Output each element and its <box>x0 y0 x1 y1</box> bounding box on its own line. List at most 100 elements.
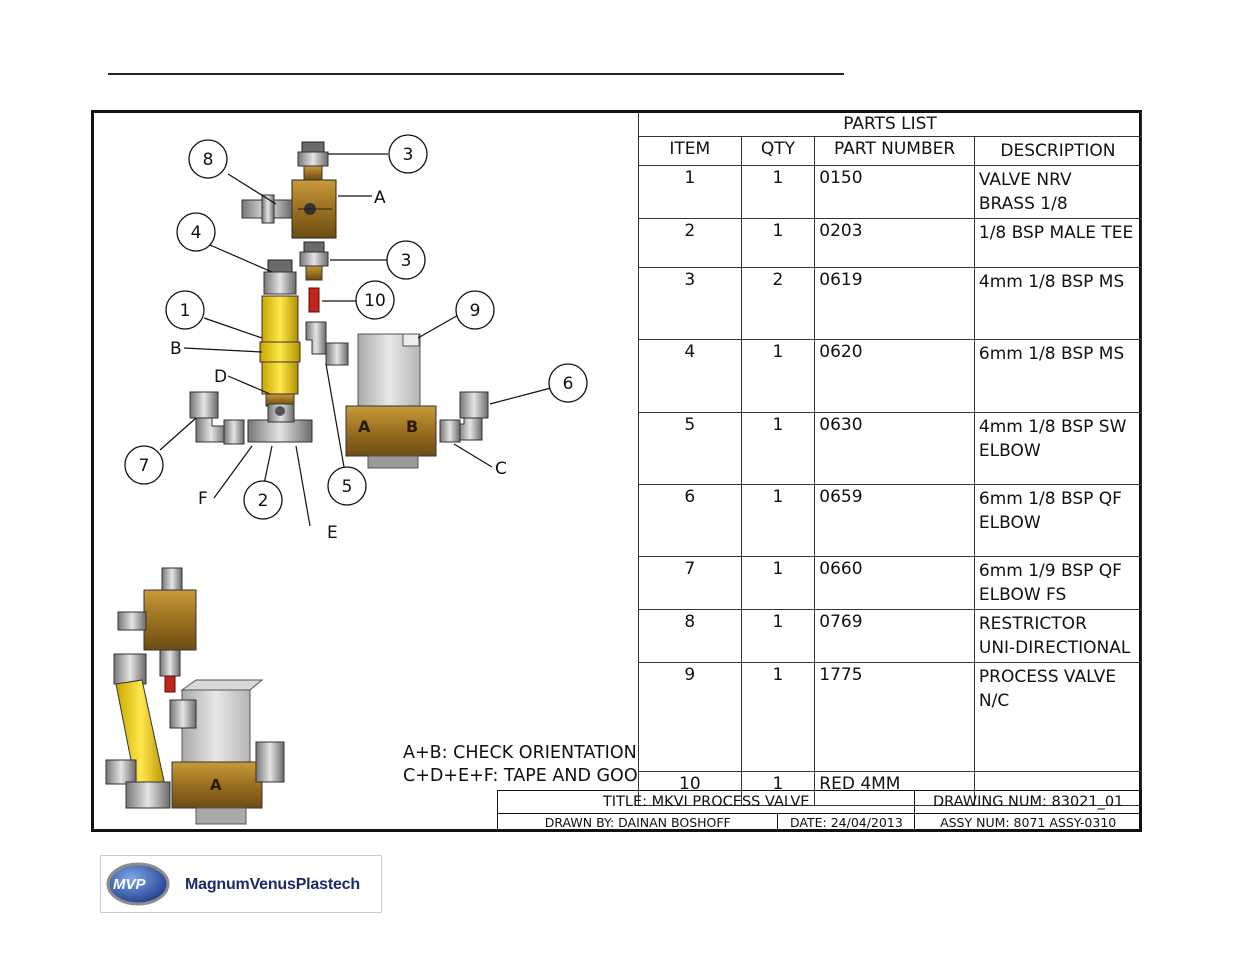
balloon-2: 2 <box>258 491 269 511</box>
red-tube-10 <box>308 287 320 313</box>
cell-description: 4mm 1/8 BSP MS <box>973 267 1143 340</box>
parts-list: PARTS LIST ITEM QTY PART NUMBER DESCRIPT… <box>638 112 1143 806</box>
cell-description: 4mm 1/8 BSP SW ELBOW <box>973 412 1143 485</box>
cell-description: 1/8 BSP MALE TEE <box>973 218 1143 268</box>
drawing-date: DATE: 24/04/2013 <box>777 813 916 832</box>
balloon-6: 6 <box>563 374 574 394</box>
fitting-3-top <box>297 141 329 181</box>
restrictor-block <box>291 179 337 239</box>
table-row: 8 1 0769 RESTRICTOR UNI-DIRECTIONAL <box>638 609 1143 663</box>
cell-item: 1 <box>638 165 742 219</box>
cell-description: VALVE NRV BRASS 1/8 <box>973 165 1143 219</box>
valve-port-b-label: B <box>406 417 418 436</box>
cell-part-number: 0630 <box>814 412 975 485</box>
cell-item: 4 <box>638 339 742 413</box>
letter-c: C <box>495 459 507 479</box>
drawing-title: TITLE: MKVI PROCESS VALVE <box>496 790 916 814</box>
logo-name: MagnumVenusPlastech <box>185 876 360 893</box>
balloon-10: 10 <box>364 291 386 311</box>
cell-description: 6mm 1/8 BSP MS <box>973 339 1143 413</box>
balloon-7: 7 <box>139 456 150 476</box>
cell-qty: 1 <box>740 609 816 663</box>
cell-qty: 2 <box>740 267 816 340</box>
cell-description: 6mm 1/9 BSP QF ELBOW FS <box>973 556 1143 610</box>
cell-item: 2 <box>638 218 742 268</box>
logo-mark: MVP <box>113 876 146 893</box>
assy-number: ASSY NUM: 8071 ASSY-0310 <box>914 813 1142 832</box>
cell-description: RESTRICTOR UNI-DIRECTIONAL <box>973 609 1143 663</box>
table-row: 4 1 0620 6mm 1/8 BSP MS <box>638 339 1143 413</box>
cell-part-number: 0150 <box>814 165 975 219</box>
cell-qty: 1 <box>740 165 816 219</box>
assembly-notes: A+B: CHECK ORIENTATION C+D+E+F: TAPE AND… <box>403 742 638 788</box>
balloon-4: 4 <box>191 223 202 243</box>
header-rule <box>108 73 844 75</box>
cell-qty: 1 <box>740 556 816 610</box>
table-row: 6 1 0659 6mm 1/8 BSP QF ELBOW <box>638 484 1143 557</box>
table-row: 5 1 0630 4mm 1/8 BSP SW ELBOW <box>638 412 1143 485</box>
note-orientation: A+B: CHECK ORIENTATION <box>403 743 637 763</box>
cell-item: 3 <box>638 267 742 340</box>
table-row: 7 1 0660 6mm 1/9 BSP QF ELBOW FS <box>638 556 1143 610</box>
balloon-8: 8 <box>203 150 214 170</box>
valve-port-a-label: A <box>358 417 371 436</box>
cell-part-number: 0620 <box>814 339 975 413</box>
title-block: TITLE: MKVI PROCESS VALVE DRAWING NUM: 8… <box>496 790 1142 832</box>
drawing-number: DRAWING NUM: 83021_01 <box>914 790 1142 814</box>
cell-part-number: 0203 <box>814 218 975 268</box>
cell-item: 7 <box>638 556 742 610</box>
cell-description: 6mm 1/8 BSP QF ELBOW <box>973 484 1143 557</box>
table-row: 1 1 0150 VALVE NRV BRASS 1/8 <box>638 165 1143 219</box>
elbow-7 <box>189 391 245 445</box>
letter-e: E <box>327 523 338 543</box>
letter-a: A <box>374 188 386 208</box>
balloon-3-bottom: 3 <box>401 251 412 271</box>
male-tee-2 <box>247 403 313 443</box>
logo-globe-icon <box>106 862 170 906</box>
drawn-by: DRAWN BY: DAINAN BOSHOFF <box>496 813 779 832</box>
note-tape: C+D+E+F: TAPE AND GOO <box>403 766 638 786</box>
company-logo: MVP MagnumVenusPlastech <box>100 855 382 913</box>
balloon-circles <box>124 134 588 520</box>
swivel-elbow-5 <box>305 321 349 366</box>
assembled-port-a-label: A <box>210 776 222 794</box>
cell-qty: 1 <box>740 218 816 268</box>
cell-part-number: 0769 <box>814 609 975 663</box>
cell-item: 8 <box>638 609 742 663</box>
table-row: 9 1 1775 PROCESS VALVE N/C <box>638 662 1143 772</box>
balloon-5: 5 <box>342 477 353 497</box>
restrictor-inlet-fitting <box>241 194 293 224</box>
balloon-1: 1 <box>180 301 191 321</box>
col-description: DESCRIPTION <box>973 136 1143 166</box>
table-row: 3 2 0619 4mm 1/8 BSP MS <box>638 267 1143 340</box>
parts-list-title: PARTS LIST <box>638 112 1142 137</box>
cell-part-number: 0660 <box>814 556 975 610</box>
letter-d: D <box>214 367 227 387</box>
col-qty: QTY <box>740 136 816 166</box>
table-row: 2 1 0203 1/8 BSP MALE TEE <box>638 218 1143 268</box>
cell-qty: 1 <box>740 412 816 485</box>
cell-item: 6 <box>638 484 742 557</box>
cell-description: PROCESS VALVE N/C <box>973 662 1143 772</box>
cell-qty: 1 <box>740 484 816 557</box>
assembled-view: A <box>105 567 285 825</box>
cell-part-number: 0619 <box>814 267 975 340</box>
fitting-3-bottom <box>299 241 329 281</box>
cell-qty: 1 <box>740 662 816 772</box>
cell-item: 9 <box>638 662 742 772</box>
cell-part-number: 1775 <box>814 662 975 772</box>
check-valve-1 <box>259 295 301 407</box>
cell-item: 5 <box>638 412 742 485</box>
leader-lines <box>159 153 552 527</box>
elbow-6 <box>439 391 489 443</box>
balloon-9: 9 <box>470 301 481 321</box>
col-part-number: PART NUMBER <box>814 136 975 166</box>
letter-b: B <box>170 339 182 359</box>
cell-qty: 1 <box>740 339 816 413</box>
balloon-3-top: 3 <box>403 145 414 165</box>
process-valve-9: A B <box>345 333 437 469</box>
col-item: ITEM <box>638 136 742 166</box>
cell-part-number: 0659 <box>814 484 975 557</box>
letter-f: F <box>198 489 208 509</box>
